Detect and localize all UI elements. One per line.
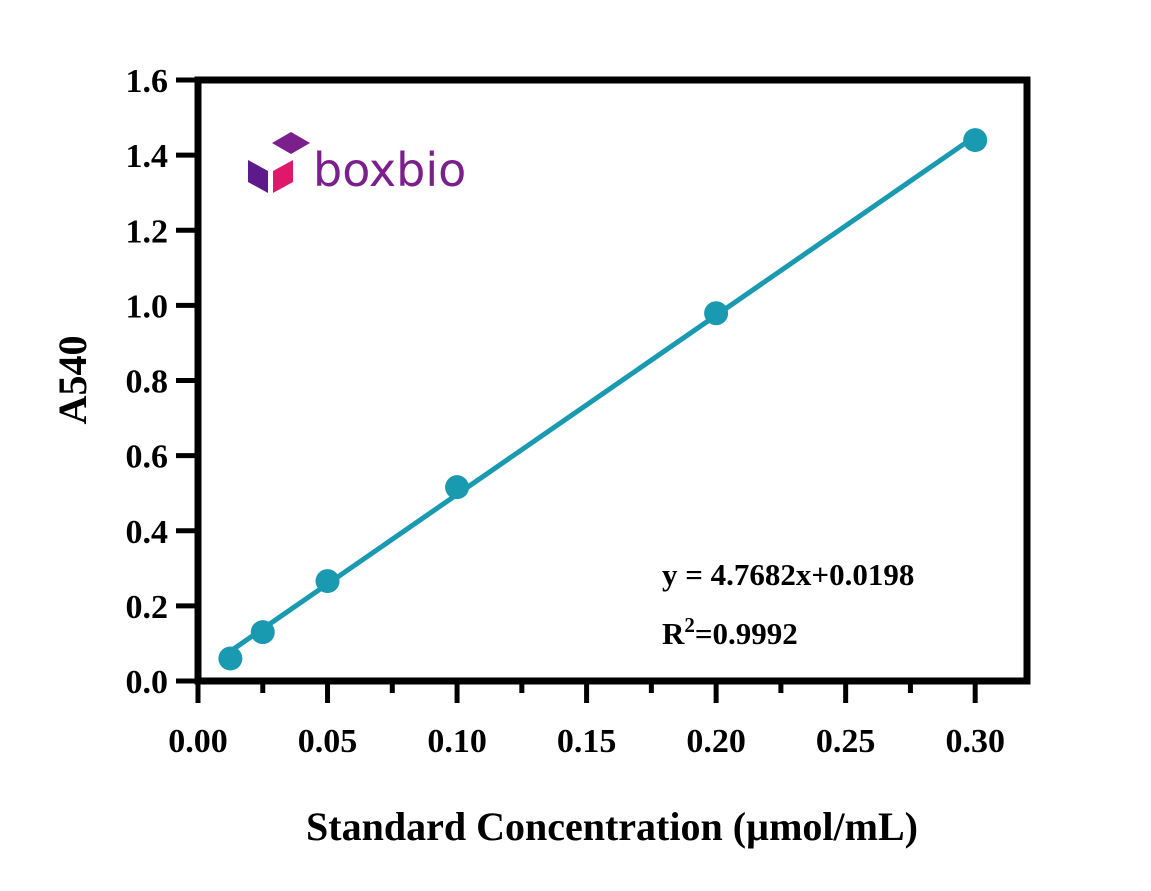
data-point — [218, 646, 243, 671]
y-tick-label: 0.0 — [126, 664, 169, 701]
y-tick-label: 1.4 — [126, 138, 169, 175]
y-tick-label: 1.2 — [126, 213, 169, 250]
y-tick-label: 0.6 — [126, 439, 169, 476]
r-squared-prefix: R — [662, 616, 685, 651]
x-tick-label: 0.25 — [816, 723, 876, 760]
x-tick-label: 0.15 — [557, 723, 617, 760]
fit-line — [227, 133, 978, 654]
r-squared: R2=0.9992 — [662, 613, 798, 651]
x-tick-label: 0.30 — [945, 723, 1005, 760]
x-tick-label: 0.00 — [168, 723, 228, 760]
x-axis-title: Standard Concentration (µmol/mL) — [306, 804, 918, 849]
x-tick-label: 0.20 — [686, 723, 746, 760]
x-tick-label: 0.05 — [298, 723, 358, 760]
y-tick-label: 0.2 — [126, 589, 169, 626]
x-tick-label: 0.10 — [427, 723, 487, 760]
data-point — [250, 620, 275, 645]
logo-text: boxbio — [313, 143, 466, 197]
y-tick-label: 0.8 — [126, 364, 169, 401]
y-axis-title: A540 — [50, 336, 95, 425]
y-tick-label: 1.0 — [126, 288, 169, 325]
y-tick-label: 0.4 — [126, 514, 169, 551]
y-tick-label: 1.6 — [126, 63, 169, 100]
x-axis-ticks: 0.00 0.05 0.10 0.15 0.20 0.25 0.30 — [168, 681, 1005, 760]
cube-logo-icon — [248, 132, 310, 193]
y-axis-ticks: 0.0 0.2 0.4 0.6 0.8 1.0 1.2 1.4 1.6 — [126, 63, 198, 701]
data-point — [704, 301, 729, 326]
r-squared-superscript: 2 — [684, 613, 695, 637]
fit-equation: y = 4.7682x+0.0198 — [662, 557, 914, 592]
r-squared-value: =0.9992 — [695, 616, 798, 651]
boxbio-logo: boxbio — [248, 132, 466, 197]
data-point — [963, 128, 988, 153]
data-point — [445, 475, 470, 500]
data-point — [315, 569, 340, 594]
